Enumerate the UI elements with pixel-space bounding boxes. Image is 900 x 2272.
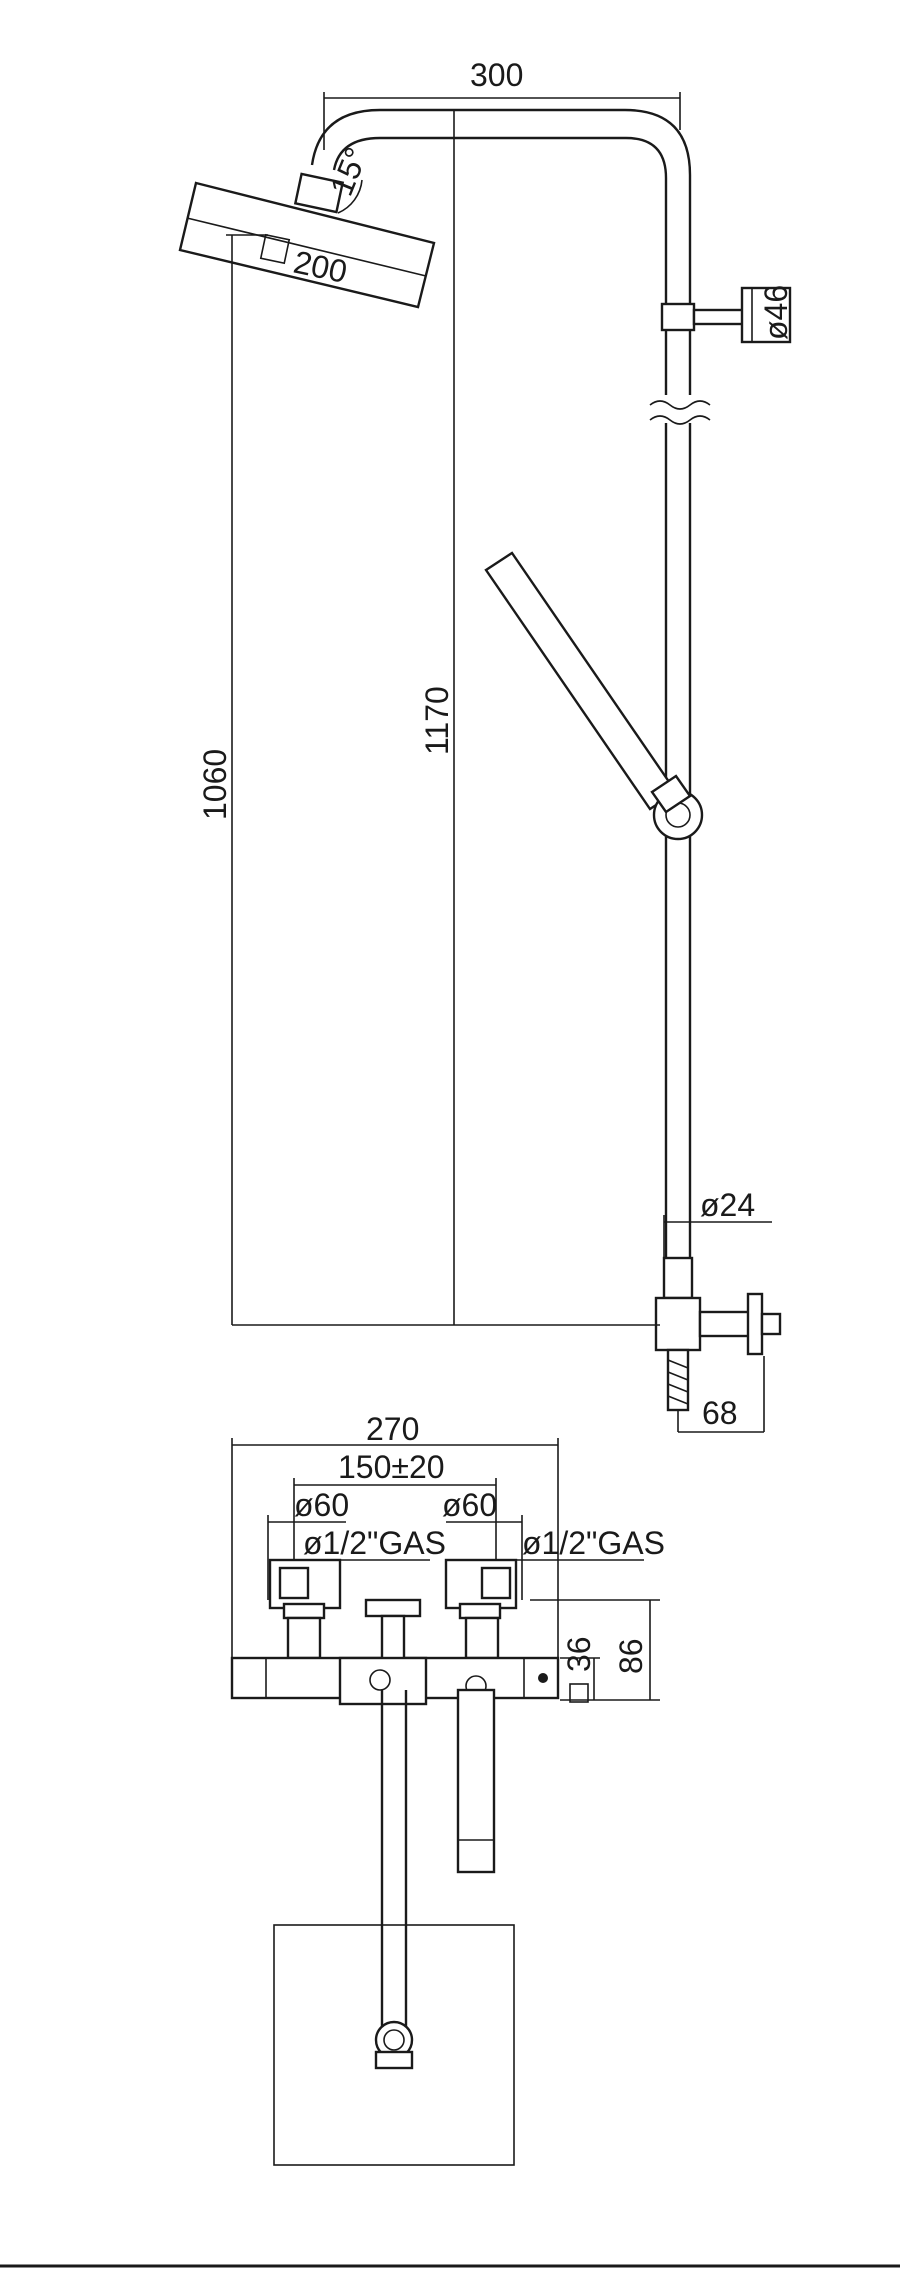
right-thread-label: ø1/2"GAS (522, 1525, 665, 1561)
left-thread-label: ø1/2"GAS (303, 1525, 446, 1561)
right-cover-label: ø60 (442, 1487, 497, 1523)
arm-width-label: 300 (470, 57, 523, 93)
wall-cover-plate (273, 1924, 515, 2166)
wall-bracket-label: ø46 (758, 285, 794, 340)
shower-head-face (186, 217, 427, 277)
hand-shower (484, 551, 704, 841)
right-inlet (444, 1558, 518, 1660)
inlet-spacing-label: 150±20 (338, 1449, 445, 1485)
square-size-icon (259, 233, 291, 265)
body-section-label: 36 (561, 1636, 597, 1672)
riser-pipe-label: ø24 (700, 1187, 755, 1223)
shower-head (178, 181, 436, 309)
connector-depth-label: 68 (702, 1395, 738, 1431)
shower-hose (374, 1690, 414, 2070)
head-height-label: 1060 (197, 749, 233, 820)
shower-column-side-view: 15° 200 ø46 (178, 57, 794, 1433)
left-inlet (268, 1558, 342, 1660)
diverter-handle (338, 1598, 487, 1706)
shower-head-joint (293, 172, 345, 214)
mixer-width-label: 270 (366, 1411, 419, 1447)
wall-outlet-connector (654, 1256, 782, 1412)
left-cover-label: ø60 (294, 1487, 349, 1523)
wall-bracket (660, 286, 792, 344)
body-depth-label: 86 (613, 1638, 649, 1674)
tilt-angle-arc (337, 179, 363, 214)
square-section-icon (569, 1683, 589, 1703)
mixer-top-view: 270 150±20 ø60 ø60 ø1/2"GAS ø1/2"GAS (230, 1411, 665, 2166)
pipe-break-symbol (649, 395, 711, 425)
total-height-label: 1170 (419, 686, 455, 755)
riser-pipe-inner (332, 136, 668, 1320)
bath-spout (456, 1688, 496, 1874)
temperature-indicator (538, 1673, 548, 1683)
